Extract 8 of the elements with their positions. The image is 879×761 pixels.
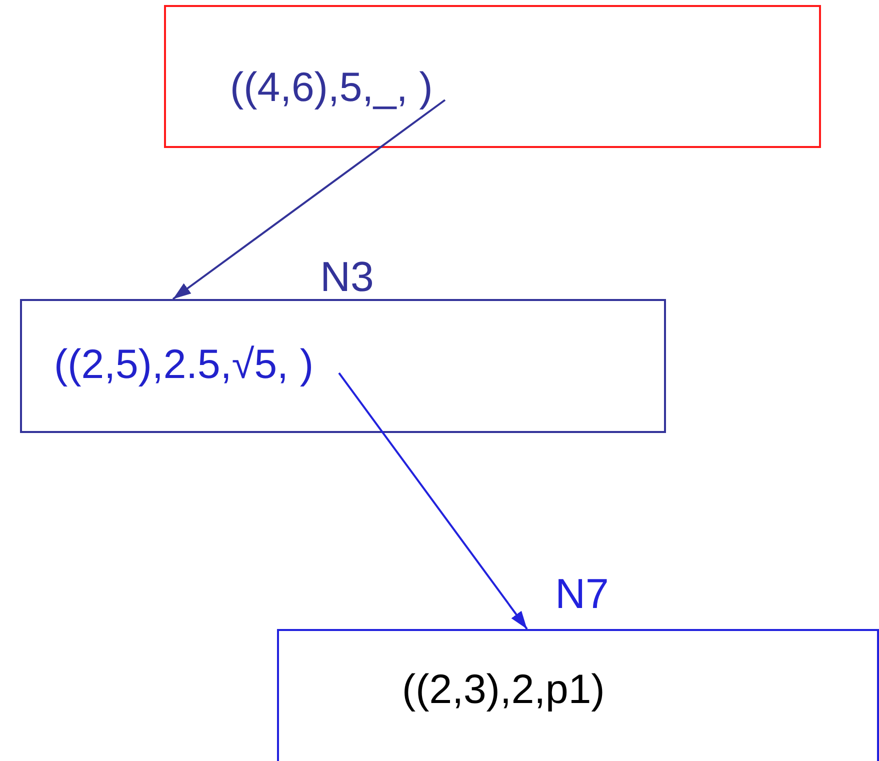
arrow <box>338 372 528 630</box>
node-heading: N7 <box>555 573 609 615</box>
arrow <box>172 99 446 300</box>
node-heading: N3 <box>320 256 374 298</box>
tuple-text: ((2,5),2.5,√5, ) <box>54 344 314 385</box>
node-box <box>164 5 821 148</box>
tuple-text: ((4,6),5,_, ) <box>230 67 433 108</box>
tuple-text: ((2,3),2,p1) <box>402 669 605 710</box>
